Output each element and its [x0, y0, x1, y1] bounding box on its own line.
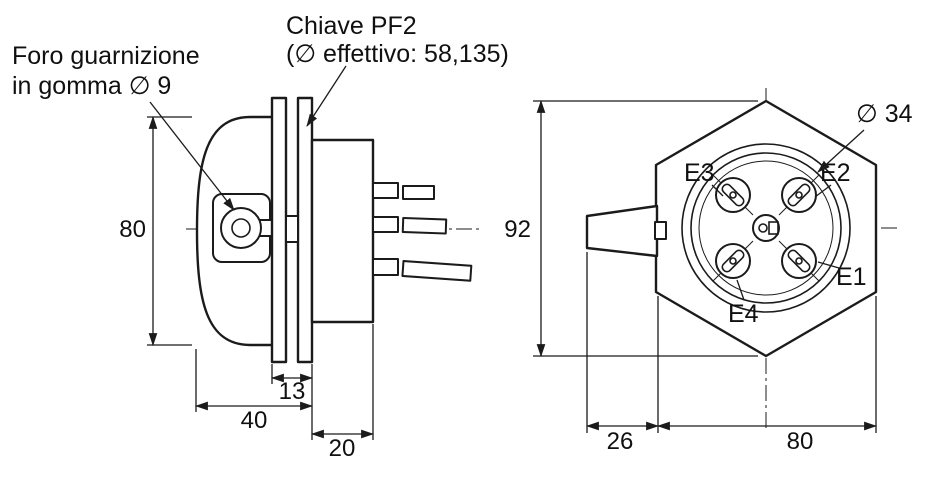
- concentric-circle-middle: [690, 152, 842, 304]
- chiave-label-line1: Chiave PF2: [286, 12, 417, 40]
- terminal-e2-feature: [778, 174, 820, 216]
- side-view: [186, 96, 482, 364]
- dim-tab-26: 26: [585, 421, 660, 455]
- dim-hex-80-value: 80: [787, 428, 814, 455]
- flange-hub: [285, 215, 299, 243]
- dim-terminal-20-value: 20: [329, 435, 356, 462]
- dim-tab-26-value: 26: [607, 428, 634, 455]
- dim-body-40-value: 40: [241, 407, 268, 434]
- chiave-label-line2: (∅ effettivo: 58,135): [286, 40, 509, 68]
- e2-leader: [814, 184, 832, 198]
- concentric-circle-inner: [698, 160, 834, 296]
- dim-terminal-20: 20: [310, 429, 375, 462]
- diam34-label: ∅ 34: [856, 100, 913, 128]
- concentric-circle-outer: [681, 143, 851, 313]
- dim-side-height-value: 80: [119, 216, 146, 243]
- flange-plate-1: [270, 96, 288, 364]
- dim-side-height: 80: [119, 115, 192, 347]
- foro-leader-line: [149, 101, 235, 211]
- terminal-blade-middle: [372, 216, 448, 235]
- terminal-blade-top: [372, 182, 435, 200]
- e3-leader: [711, 184, 724, 197]
- chiave-leader-line: [306, 65, 347, 127]
- diam34-leader-line: [817, 129, 865, 173]
- dim-front-bottom-extensions: [586, 252, 877, 433]
- foro-label-line2: in gomma ∅ 9: [12, 72, 171, 100]
- terminal-e1-feature: [778, 240, 820, 282]
- mounting-tab: [585, 204, 659, 258]
- foro-annotation: Foro guarnizione in gomma ∅ 9: [12, 42, 235, 211]
- front-view: E3 E2 E1 E4: [585, 88, 898, 430]
- center-hub: [752, 214, 780, 242]
- tab-junction-pin: [654, 221, 667, 240]
- gasket-hole-outer-circle: [220, 207, 262, 249]
- dim-stack-13-value: 13: [279, 378, 306, 405]
- switch-body: [310, 138, 375, 324]
- terminal-label-e1: E1: [836, 263, 867, 291]
- dim-front-height-value: 92: [504, 216, 531, 243]
- flange-plate-2: [296, 96, 314, 364]
- terminal-blade-bottom: [372, 258, 473, 282]
- diam34-annotation: ∅ 34: [817, 100, 913, 173]
- e4-leader: [736, 279, 745, 301]
- dim-hex-80: 80: [656, 421, 878, 455]
- dim-body-40: 40: [194, 401, 314, 434]
- dim-front-height: 92: [504, 99, 758, 358]
- terminal-label-e4: E4: [728, 300, 759, 328]
- e1-leader: [817, 261, 840, 269]
- dim-stack-13: 13: [270, 373, 314, 405]
- terminal-label-e2: E2: [820, 159, 851, 187]
- terminal-e4-feature: [712, 240, 754, 282]
- foro-label-line1: Foro guarnizione: [12, 42, 200, 70]
- chiave-annotation: Chiave PF2 (∅ effettivo: 58,135): [286, 12, 509, 127]
- terminal-label-e3: E3: [684, 159, 715, 187]
- gasket-hole-inner-circle: [231, 218, 251, 238]
- terminal-e3-feature: [712, 174, 754, 216]
